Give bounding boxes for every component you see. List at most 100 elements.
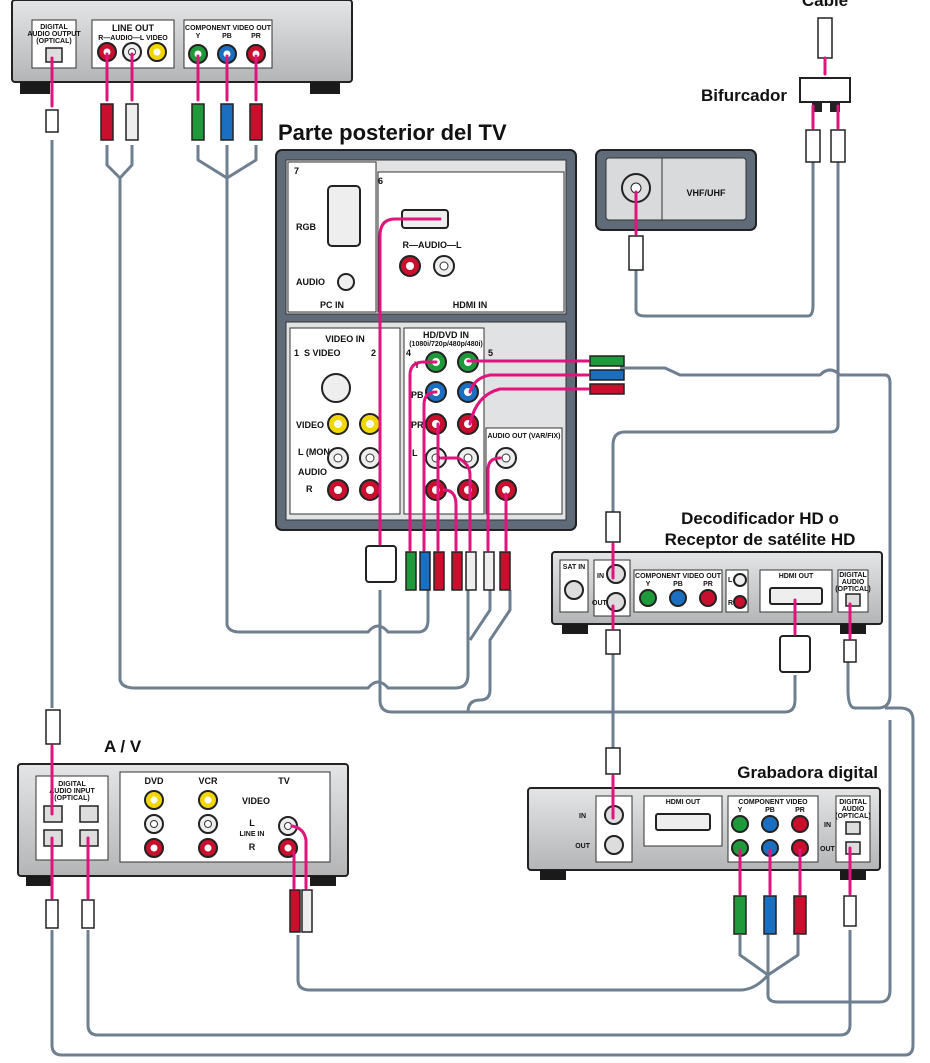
cable-antenna — [634, 162, 815, 318]
arrow-comp-pb — [468, 373, 590, 394]
src-lineout-label: LINE OUT — [112, 23, 155, 33]
rcv-sat-in-label: SAT IN — [563, 564, 585, 571]
rec-pb-label: PB — [765, 807, 775, 814]
tv-num2: 2 — [371, 348, 376, 358]
av-vcr-label: VCR — [198, 776, 218, 786]
tv-hddvd-label: HD/DVD IN — [423, 330, 469, 340]
rec-out-jack[interactable] — [604, 835, 624, 855]
rec-in-label: IN — [579, 813, 586, 820]
arrow-tv-pb — [422, 390, 438, 552]
rcv-r-jack[interactable] — [733, 595, 747, 609]
antenna-panel: VHF/UHF — [595, 149, 757, 271]
av-digital-2: AUDIO INPUT — [49, 788, 95, 795]
rec-digital-3: (OPTICAL) — [835, 813, 870, 820]
src-optical-label-1: DIGITAL — [40, 24, 68, 31]
tv-rgb-port[interactable] — [327, 185, 361, 247]
cable-lineout-r — [118, 145, 134, 180]
cable-component-tv-in — [620, 366, 892, 710]
hd-receiver-label-1: Decodificador HD o — [681, 509, 839, 528]
source-plugs — [45, 103, 263, 141]
component-plugs-right — [589, 355, 625, 395]
src-pb-label: PB — [222, 33, 232, 40]
tv-svideo-jack[interactable] — [321, 373, 351, 403]
rcv-optical-jack[interactable] — [845, 593, 861, 607]
tv-num6: 6 — [378, 176, 383, 186]
rec-hdmi-label: HDMI OUT — [666, 799, 701, 806]
cable-lineout-tv — [105, 145, 470, 690]
tv-num7: 7 — [294, 166, 299, 176]
arrow-tv-l — [440, 456, 472, 552]
rec-in-arrow-label: IN — [824, 822, 831, 829]
rec-pr-label: PR — [795, 807, 805, 814]
rec-hdmi-port[interactable] — [655, 813, 711, 831]
src-optical-jack[interactable] — [45, 47, 63, 63]
av-plugs — [45, 889, 313, 933]
tv-num1: 1 — [294, 348, 299, 358]
tv-pr-label: PR — [411, 420, 424, 430]
src-lineout-sub: R—AUDIO—L VIDEO — [98, 35, 168, 42]
tv-plugs — [365, 545, 511, 591]
tv-pc-audio-jack[interactable] — [337, 273, 355, 291]
rcv-out-jack[interactable] — [606, 592, 626, 612]
source-device: DIGITAL AUDIO OUTPUT (OPTICAL) LINE OUT … — [11, 0, 353, 94]
src-optical-label-2: AUDIO OUTPUT — [27, 31, 81, 38]
av-video-label: VIDEO — [242, 796, 270, 806]
splitter — [799, 17, 851, 163]
src-component-label: COMPONENT VIDEO OUT — [185, 25, 272, 32]
tv-rear-panel: 7 6 RGB AUDIO PC IN R—AUDIO—L HDMI IN VI… — [275, 149, 577, 531]
tv-rgb-label: RGB — [296, 222, 317, 232]
recorder-label: Grabadora digital — [737, 763, 878, 782]
arrow-av-tv-l — [290, 824, 308, 890]
rec-digital-1: DIGITAL — [839, 799, 867, 806]
cable-av-bottom-1 — [50, 706, 915, 1057]
src-pr-label: PR — [251, 33, 261, 40]
cables — [50, 140, 915, 1057]
tv-pc-in-label: PC IN — [320, 300, 344, 310]
tv-hdmi-audio-label: R—AUDIO—L — [403, 240, 462, 250]
src-optical-label-3: (OPTICAL) — [36, 38, 71, 45]
vhf-uhf-label: VHF/UHF — [687, 188, 726, 198]
av-optical-2[interactable] — [79, 805, 99, 823]
tv-hdmi-in-label: HDMI IN — [453, 300, 488, 310]
av-r-label: R — [249, 842, 256, 852]
rcv-l-jack[interactable] — [733, 573, 747, 587]
av-digital-3: (OPTICAL) — [54, 795, 89, 802]
cable-splitter-receiver — [611, 162, 840, 512]
src-y-label: Y — [196, 33, 201, 40]
rcv-pr-jack[interactable] — [699, 589, 717, 607]
rec-y-in[interactable] — [731, 815, 749, 833]
splitter-label: Bifurcador — [701, 86, 787, 105]
rcv-y-jack[interactable] — [639, 589, 657, 607]
rec-component-label: COMPONENT VIDEO — [738, 799, 808, 806]
rec-optical-in[interactable] — [845, 821, 861, 835]
rcv-in-label: IN — [597, 573, 604, 580]
hd-receiver-label-2: Receptor de satélite HD — [665, 530, 856, 549]
av-digital-1: DIGITAL — [58, 781, 86, 788]
tv-pb-label: PB — [411, 390, 424, 400]
arrow-tv-r — [442, 488, 458, 552]
rcv-in-jack[interactable] — [606, 564, 626, 584]
tv-video-in-label: VIDEO IN — [325, 334, 365, 344]
rcv-component-label: COMPONENT VIDEO OUT — [635, 573, 722, 580]
rcv-sat-in-jack[interactable] — [564, 580, 584, 600]
tv-audio-lr-label: AUDIO — [298, 467, 327, 477]
rec-pb-in[interactable] — [761, 815, 779, 833]
cable-component-source — [196, 145, 430, 634]
arrow-tv-hdmi — [378, 217, 442, 546]
rcv-pb-jack[interactable] — [669, 589, 687, 607]
cable-label: Cable — [802, 0, 848, 10]
av-label: A / V — [104, 737, 142, 756]
rcv-pb-label: PB — [673, 581, 683, 588]
rcv-digital-3: (OPTICAL) — [835, 586, 870, 593]
tv-l-label: L — [412, 448, 418, 458]
tv-video-label: VIDEO — [296, 420, 324, 430]
rcv-r-label: R — [728, 600, 733, 607]
rec-optical-out[interactable] — [845, 841, 861, 855]
rcv-hdmi-out-label: HDMI OUT — [779, 573, 814, 580]
connection-arrows — [50, 52, 852, 900]
av-tv-label: TV — [278, 776, 290, 786]
rec-pr-in[interactable] — [791, 815, 809, 833]
cable-rec-component — [738, 720, 892, 1004]
cable-av-bottom-2 — [86, 930, 852, 1037]
